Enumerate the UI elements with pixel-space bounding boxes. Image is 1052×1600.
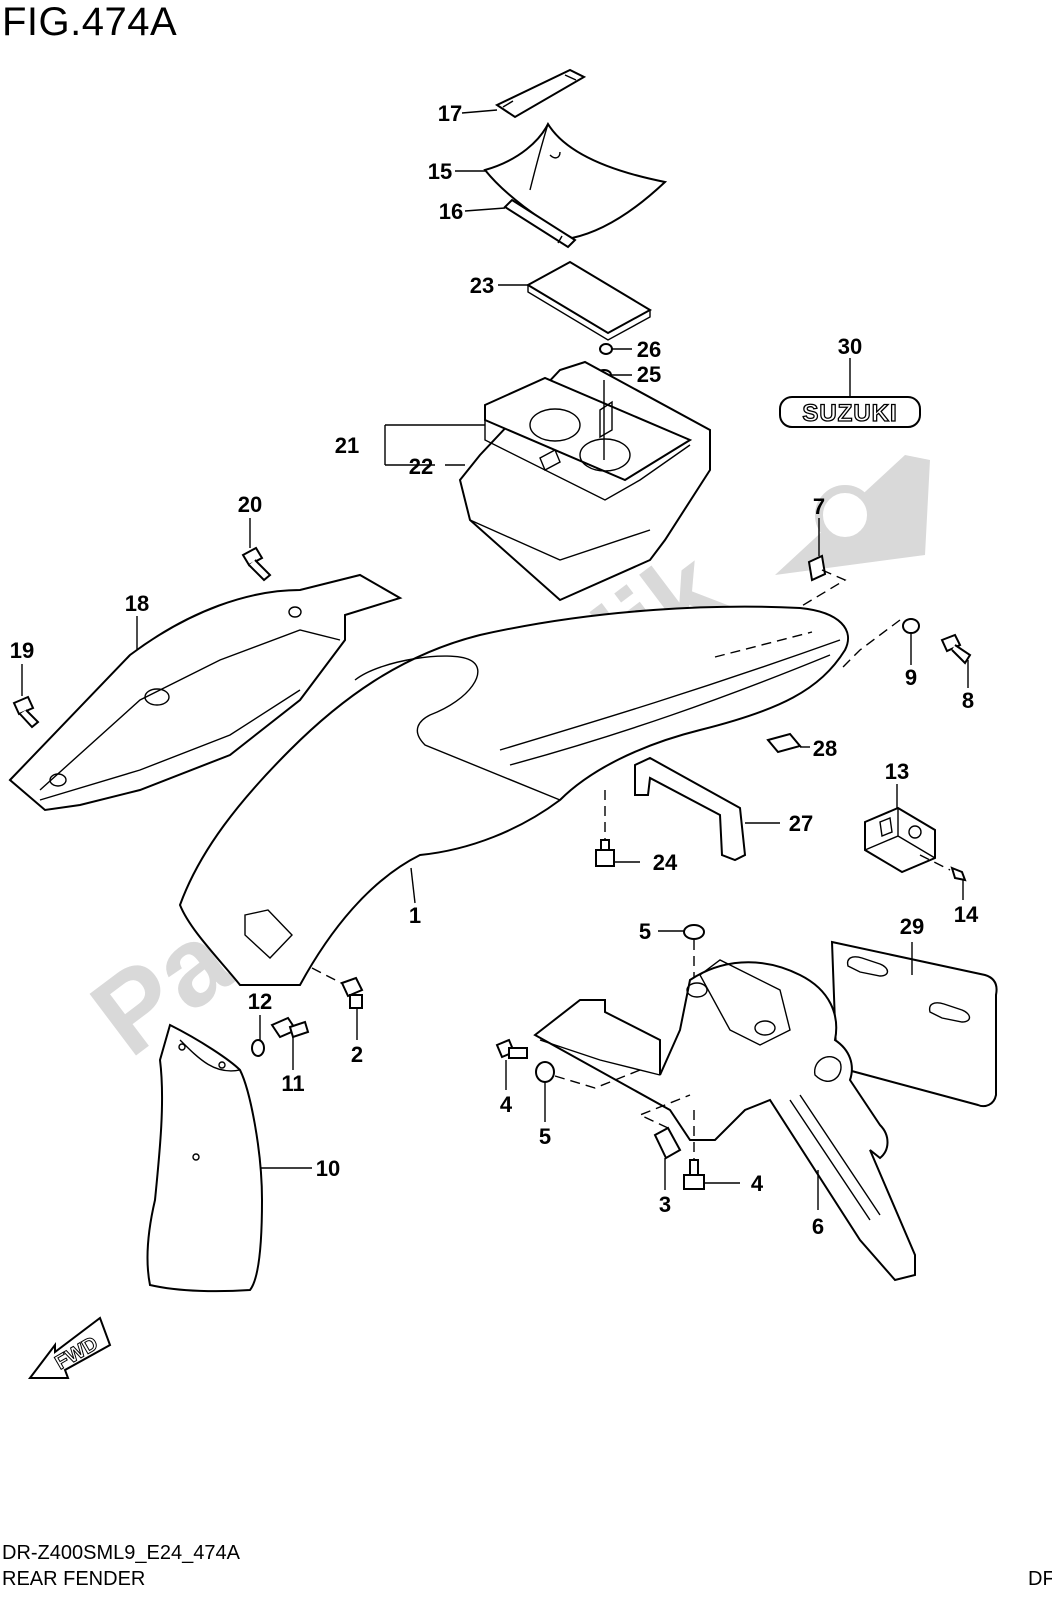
part-12-washer xyxy=(251,1015,265,1057)
part-6-fender-bracket xyxy=(533,959,916,1282)
part-label-22: 22 xyxy=(409,454,433,479)
part-20-bolt xyxy=(241,518,272,582)
part-29-license-plate xyxy=(830,940,998,1108)
part-label-8: 8 xyxy=(962,688,974,713)
part-label-15: 15 xyxy=(428,159,452,184)
fwd-arrow-icon: FWD xyxy=(27,1316,112,1379)
part-label-10: 10 xyxy=(316,1156,340,1181)
model-code: DR-Z400SML9_E24_474A xyxy=(2,1542,240,1564)
part-3-clip xyxy=(638,1094,691,1190)
part-label-6: 6 xyxy=(812,1214,824,1239)
part-label-30: 30 xyxy=(838,334,862,359)
part-label-29: 29 xyxy=(900,914,924,939)
part-14-screw xyxy=(919,854,967,900)
part-label-4-bottom: 4 xyxy=(751,1171,764,1196)
part-label-21: 21 xyxy=(335,433,359,458)
part-17-strap xyxy=(461,68,587,119)
part-30-suzuki-emblem: SUZUKI xyxy=(779,358,921,428)
part-label-27: 27 xyxy=(789,811,813,836)
part-10-mud-flap xyxy=(146,1023,312,1293)
part-27-handle xyxy=(634,756,780,862)
part-18-side-cover xyxy=(8,573,403,812)
part-label-1: 1 xyxy=(409,903,421,928)
part-19-bolt xyxy=(12,664,40,729)
part-label-12: 12 xyxy=(248,989,272,1014)
emblem-text: SUZUKI xyxy=(802,400,897,427)
part-label-16: 16 xyxy=(439,199,463,224)
part-23-manual xyxy=(498,260,653,341)
part-8-bolt xyxy=(940,633,972,688)
part-label-19: 19 xyxy=(10,638,34,663)
part-label-5-top: 5 xyxy=(639,919,651,944)
part-13-holder xyxy=(864,784,936,874)
part-label-18: 18 xyxy=(125,591,149,616)
part-24-bolt xyxy=(595,790,640,867)
part-21-22-tool-box xyxy=(384,360,711,602)
section-name: REAR FENDER xyxy=(2,1568,146,1590)
part-2-bolt xyxy=(311,967,364,1040)
part-5-collar-left xyxy=(535,1061,641,1122)
part-label-17: 17 xyxy=(438,101,462,126)
gear-icon xyxy=(775,455,930,575)
part-label-20: 20 xyxy=(238,492,262,517)
part-label-25: 25 xyxy=(637,362,661,387)
part-label-9: 9 xyxy=(905,665,917,690)
figure-title: FIG.474A xyxy=(2,0,178,44)
part-label-5-left: 5 xyxy=(539,1124,551,1149)
part-1-rear-fender xyxy=(178,605,849,986)
part-9-washer xyxy=(839,618,920,671)
part-label-3: 3 xyxy=(659,1192,671,1217)
part-label-23: 23 xyxy=(470,273,494,298)
part-4-bolt-bottom xyxy=(683,1110,740,1190)
part-label-4-left: 4 xyxy=(500,1092,513,1117)
part-16-tool xyxy=(464,198,577,249)
part-26-nut xyxy=(599,343,632,355)
part-label-2: 2 xyxy=(351,1042,363,1067)
part-label-24: 24 xyxy=(653,850,678,875)
part-number-labels: 17 15 16 23 26 25 30 21 22 20 7 18 19 9 … xyxy=(10,101,979,1239)
corner-code: DF xyxy=(1028,1568,1052,1590)
part-28-pad xyxy=(766,732,810,754)
part-label-14: 14 xyxy=(954,902,979,927)
part-label-13: 13 xyxy=(885,759,909,784)
part-7-clip xyxy=(794,518,847,611)
part-15-tool-bag xyxy=(455,121,668,240)
part-label-28: 28 xyxy=(813,736,837,761)
part-11-bolt xyxy=(270,1016,310,1070)
part-4-bolt-left xyxy=(495,1038,528,1090)
part-label-7: 7 xyxy=(813,494,825,519)
part-label-11: 11 xyxy=(281,1071,304,1096)
part-label-26: 26 xyxy=(637,337,661,362)
